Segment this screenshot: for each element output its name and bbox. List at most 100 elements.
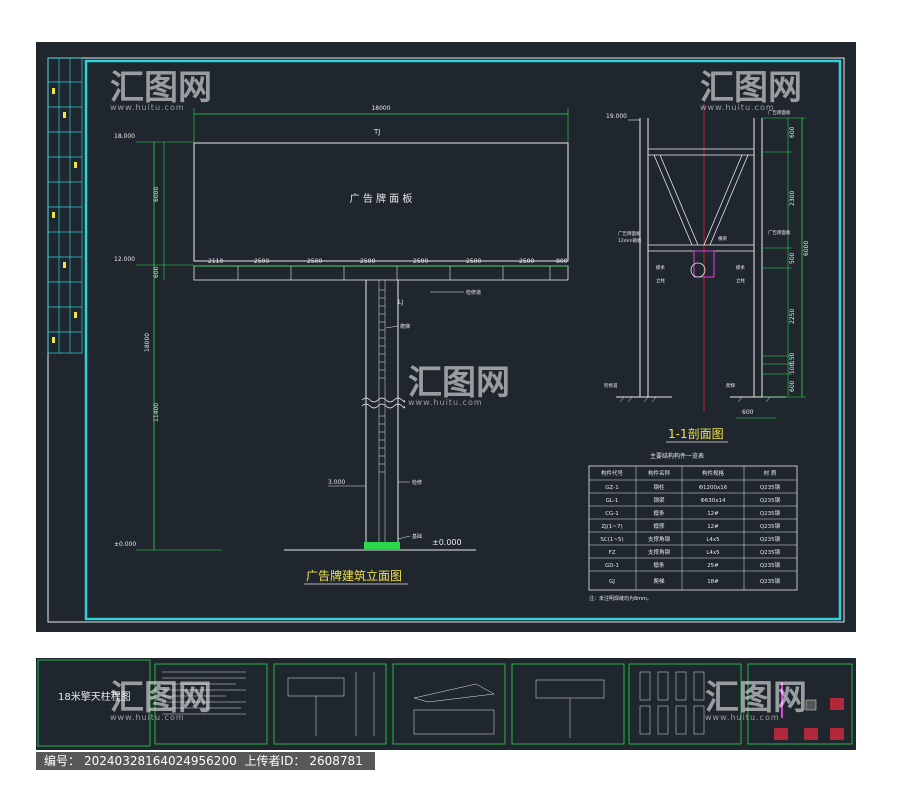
svg-text:立柱: 立柱 bbox=[736, 277, 745, 284]
elevation-title: 广告牌建筑立面图 bbox=[306, 568, 402, 583]
svg-text:Q235钢: Q235钢 bbox=[760, 561, 781, 569]
svg-text:横梁: 横梁 bbox=[718, 235, 727, 242]
svg-text:500: 500 bbox=[789, 252, 796, 264]
section-elev-top: 19.000 bbox=[606, 113, 627, 120]
svg-text:Q235钢: Q235钢 bbox=[760, 483, 781, 491]
foundation-hatch bbox=[364, 542, 400, 549]
svg-text:檩条: 檩条 bbox=[656, 264, 665, 271]
svg-text:150: 150 bbox=[789, 352, 796, 364]
elev-mid: 12.000 bbox=[114, 256, 135, 263]
thumb-frame-3 bbox=[273, 663, 387, 745]
svg-text:檩条: 檩条 bbox=[653, 509, 665, 517]
svg-text:钢梁: 钢梁 bbox=[653, 496, 665, 504]
svg-text:Φ1200x16: Φ1200x16 bbox=[699, 485, 728, 491]
title-block-marks bbox=[52, 88, 77, 343]
svg-text:18#: 18# bbox=[707, 579, 719, 585]
footer-uploader-value: 2608781 bbox=[309, 754, 363, 768]
svg-text:600: 600 bbox=[789, 380, 796, 392]
svg-text:立柱: 立柱 bbox=[656, 277, 665, 284]
svg-text:12#: 12# bbox=[707, 524, 719, 530]
section-notes: 广告牌面板 广告牌面板 广告牌面板 檩条 檩条 立柱 立柱 横梁 检修道 爬梯 … bbox=[604, 109, 791, 389]
thumb-frame-7 bbox=[747, 663, 853, 745]
svg-text:FZ: FZ bbox=[609, 550, 616, 556]
svg-text:CG-1: CG-1 bbox=[605, 511, 619, 517]
svg-text:广告牌面板: 广告牌面板 bbox=[618, 230, 641, 237]
svg-text:爬梯: 爬梯 bbox=[726, 382, 735, 389]
panel-tag: TJ bbox=[373, 128, 380, 136]
svg-text:Q235钢: Q235钢 bbox=[760, 522, 781, 530]
svg-text:GD-1: GD-1 bbox=[605, 563, 619, 569]
svg-text:广告牌面板: 广告牌面板 bbox=[768, 109, 791, 116]
svg-text:L4x5: L4x5 bbox=[706, 537, 720, 543]
table-header: 构件规格 bbox=[702, 469, 725, 477]
thumb-frame-6 bbox=[628, 663, 742, 745]
note-a: 检修道 bbox=[466, 289, 481, 296]
svg-text:25#: 25# bbox=[707, 563, 719, 569]
thumb-frame-1 bbox=[37, 659, 151, 747]
segment-dims: 2110 2500 2500 2500 2500 2500 2500 800 bbox=[208, 258, 568, 265]
elev-ground: ±0.000 bbox=[432, 538, 462, 547]
section-title: 1-1剖面图 bbox=[668, 427, 724, 441]
thumb-red-block bbox=[830, 728, 844, 740]
elev-zero: ±0.000 bbox=[114, 541, 136, 548]
total-width-dim: 18000 bbox=[371, 105, 390, 112]
svg-text:600: 600 bbox=[789, 126, 796, 138]
svg-text:檩条: 檩条 bbox=[736, 264, 745, 271]
table-header: 材 质 bbox=[764, 469, 777, 477]
table-title: 主要结构构件一览表 bbox=[650, 452, 704, 460]
svg-text:2110: 2110 bbox=[208, 258, 223, 265]
svg-text:12mm钢板: 12mm钢板 bbox=[618, 237, 642, 244]
svg-text:检修道: 检修道 bbox=[604, 382, 618, 389]
svg-text:600: 600 bbox=[742, 409, 754, 416]
svg-text:2500: 2500 bbox=[360, 258, 375, 265]
table-note: 注：未注明焊缝均为8mm。 bbox=[589, 595, 652, 602]
note-d: 基础 bbox=[412, 533, 422, 540]
svg-text:6000: 6000 bbox=[803, 241, 810, 256]
section-drawing: 19.000 600 2300 500 2250 150 bbox=[604, 104, 810, 443]
svg-text:ZJ(1~7): ZJ(1~7) bbox=[601, 524, 622, 530]
svg-text:2500: 2500 bbox=[466, 258, 481, 265]
elev-low: 3.000 bbox=[328, 479, 345, 486]
dim-18000: 18000 bbox=[144, 333, 151, 352]
thumb-frame-2 bbox=[154, 663, 268, 745]
svg-text:100: 100 bbox=[789, 362, 796, 374]
svg-text:GZ-1: GZ-1 bbox=[605, 485, 618, 491]
column-tag: LJ bbox=[398, 299, 403, 306]
elevation-drawing: 18000 TJ 广 告 牌 面 板 2110 2500 2500 2500 2… bbox=[114, 105, 569, 585]
thumb-frame-5 bbox=[511, 663, 625, 745]
svg-text:檩条: 檩条 bbox=[653, 561, 665, 569]
svg-text:2500: 2500 bbox=[307, 258, 322, 265]
svg-text:GL-1: GL-1 bbox=[606, 498, 619, 504]
svg-text:爬梯: 爬梯 bbox=[653, 577, 665, 585]
section-dims: 600 2300 500 2250 150 100 600 6000 600 bbox=[742, 126, 810, 416]
dim-11400: 11400 bbox=[153, 403, 160, 422]
elev-top: 18.000 bbox=[114, 133, 135, 140]
table-header: 构件代号 bbox=[601, 469, 624, 477]
svg-text:800: 800 bbox=[556, 258, 568, 265]
dim-6000: 6000 bbox=[153, 187, 160, 202]
svg-text:2250: 2250 bbox=[789, 309, 796, 324]
thumb-red-block bbox=[774, 728, 788, 740]
svg-text:檩撑: 檩撑 bbox=[653, 522, 665, 530]
svg-text:12#: 12# bbox=[707, 511, 719, 517]
svg-text:2500: 2500 bbox=[519, 258, 534, 265]
thumb-frame-4 bbox=[392, 663, 506, 745]
billboard-panel bbox=[193, 142, 569, 262]
thumbnail-drawings: 18米擎天柱程图 bbox=[37, 659, 853, 747]
thumb-red-block bbox=[804, 728, 818, 740]
svg-text:GJ: GJ bbox=[609, 579, 615, 585]
drawing-sheet: 18000 TJ 广 告 牌 面 板 2110 2500 2500 2500 2… bbox=[36, 42, 856, 632]
svg-text:Q235钢: Q235钢 bbox=[760, 535, 781, 543]
svg-text:Q235钢: Q235钢 bbox=[760, 548, 781, 556]
note-c: 检修 bbox=[412, 479, 422, 486]
footer-id-value: 20240328164024956200 bbox=[84, 754, 237, 768]
svg-text:Q235钢: Q235钢 bbox=[760, 509, 781, 517]
svg-text:支撑角钢: 支撑角钢 bbox=[648, 535, 671, 543]
thumbnail-strip: 18米擎天柱程图 bbox=[36, 658, 856, 750]
cad-drawing: 18000 TJ 广 告 牌 面 板 2110 2500 2500 2500 2… bbox=[47, 57, 845, 623]
panel-label: 广 告 牌 面 板 bbox=[350, 192, 413, 205]
dim-600: 600 bbox=[153, 266, 160, 278]
svg-text:Q235钢: Q235钢 bbox=[760, 577, 781, 585]
svg-text:L4x5: L4x5 bbox=[706, 550, 720, 556]
